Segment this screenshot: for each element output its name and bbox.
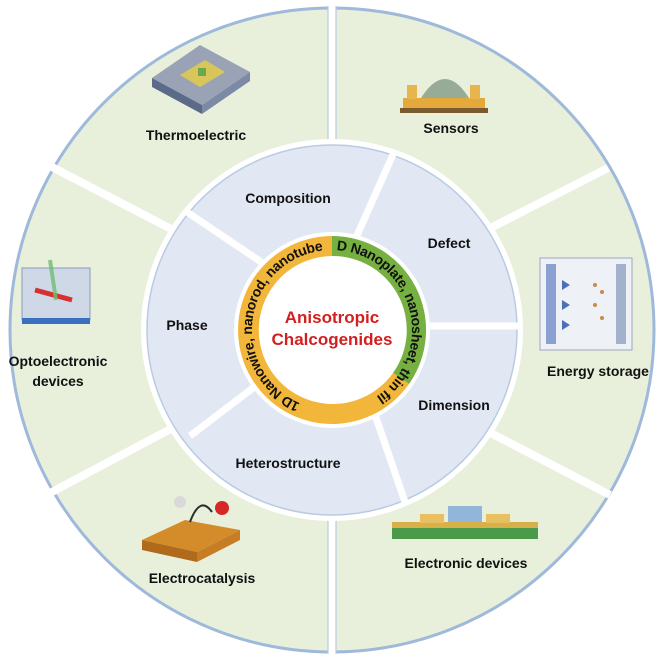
electronic-device-illustration — [392, 506, 538, 539]
divider-composition-defect — [351, 148, 399, 242]
segment-label-composition: Composition — [245, 190, 331, 206]
center-title-line2: Chalcogenides — [272, 330, 393, 349]
application-label-thermoelectric: Thermoelectric — [146, 127, 247, 143]
application-label-sensors: Sensors — [423, 120, 478, 136]
application-label-energy-storage: Energy storage — [547, 363, 649, 379]
segment-label-dimension: Dimension — [418, 397, 490, 413]
divider-dimension-heterostructure — [368, 404, 409, 504]
segment-label-defect: Defect — [428, 235, 471, 251]
electrocatalysis-illustration — [142, 496, 240, 562]
center-disc — [260, 258, 404, 402]
application-label-electronic-devices: Electronic devices — [405, 555, 528, 571]
optoelectronic-device-illustration — [21, 259, 91, 324]
application-label-electrocatalysis: Electrocatalysis — [149, 570, 256, 586]
application-label-optoelectronic-line2: devices — [32, 373, 84, 389]
core-ring-2d-segment — [332, 235, 427, 384]
divider-phase-composition — [182, 207, 272, 271]
thermoelectric-device-illustration — [152, 45, 250, 114]
energy-storage-illustration — [539, 257, 633, 351]
segment-label-heterostructure: Heterostructure — [235, 455, 340, 471]
middle-ring-outline — [146, 144, 518, 516]
sensor-device-illustration — [400, 79, 488, 113]
center-title-line1: Anisotropic — [285, 308, 379, 327]
application-label-optoelectronic-line1: Optoelectronic — [9, 353, 108, 369]
segment-label-phase: Phase — [166, 317, 207, 333]
